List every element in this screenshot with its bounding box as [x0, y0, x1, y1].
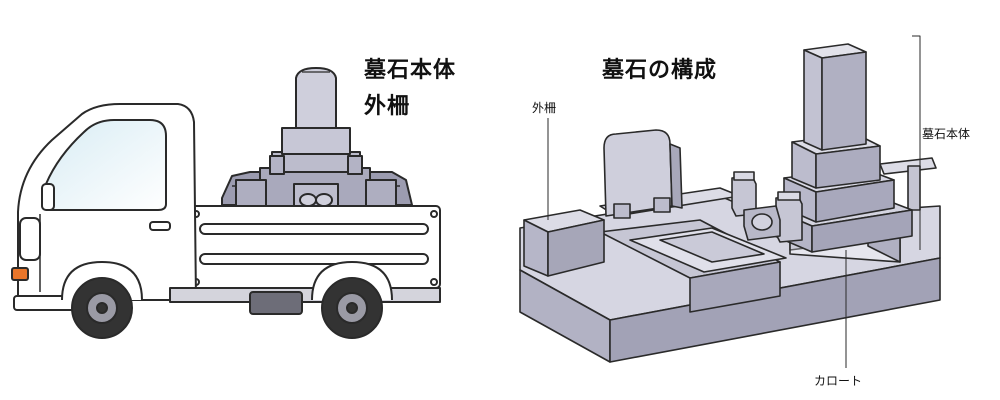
truck-window — [41, 119, 167, 211]
callout-karoto: カロート — [814, 374, 863, 388]
tomb-structure-illustration — [519, 35, 941, 368]
tombstone-callout-line — [912, 35, 921, 250]
left-label-outer-fence: 外柵 — [364, 94, 411, 119]
left-label-tombstone-body: 墓石本体 — [364, 58, 457, 83]
tombstone-body — [731, 43, 913, 253]
right-title: 墓石の構成 — [602, 58, 718, 83]
turn-signal — [11, 267, 29, 281]
truck-bed — [189, 205, 441, 289]
callout-outer-fence: 外柵 — [532, 101, 557, 115]
truck-rear-wheel — [311, 261, 393, 339]
truck-front-wheel — [61, 261, 143, 339]
truck-illustration — [11, 67, 441, 339]
truck-cab — [11, 103, 197, 311]
callout-tombstone-body: 墓石本体 — [922, 127, 971, 141]
epitaph-plaque — [603, 129, 683, 219]
